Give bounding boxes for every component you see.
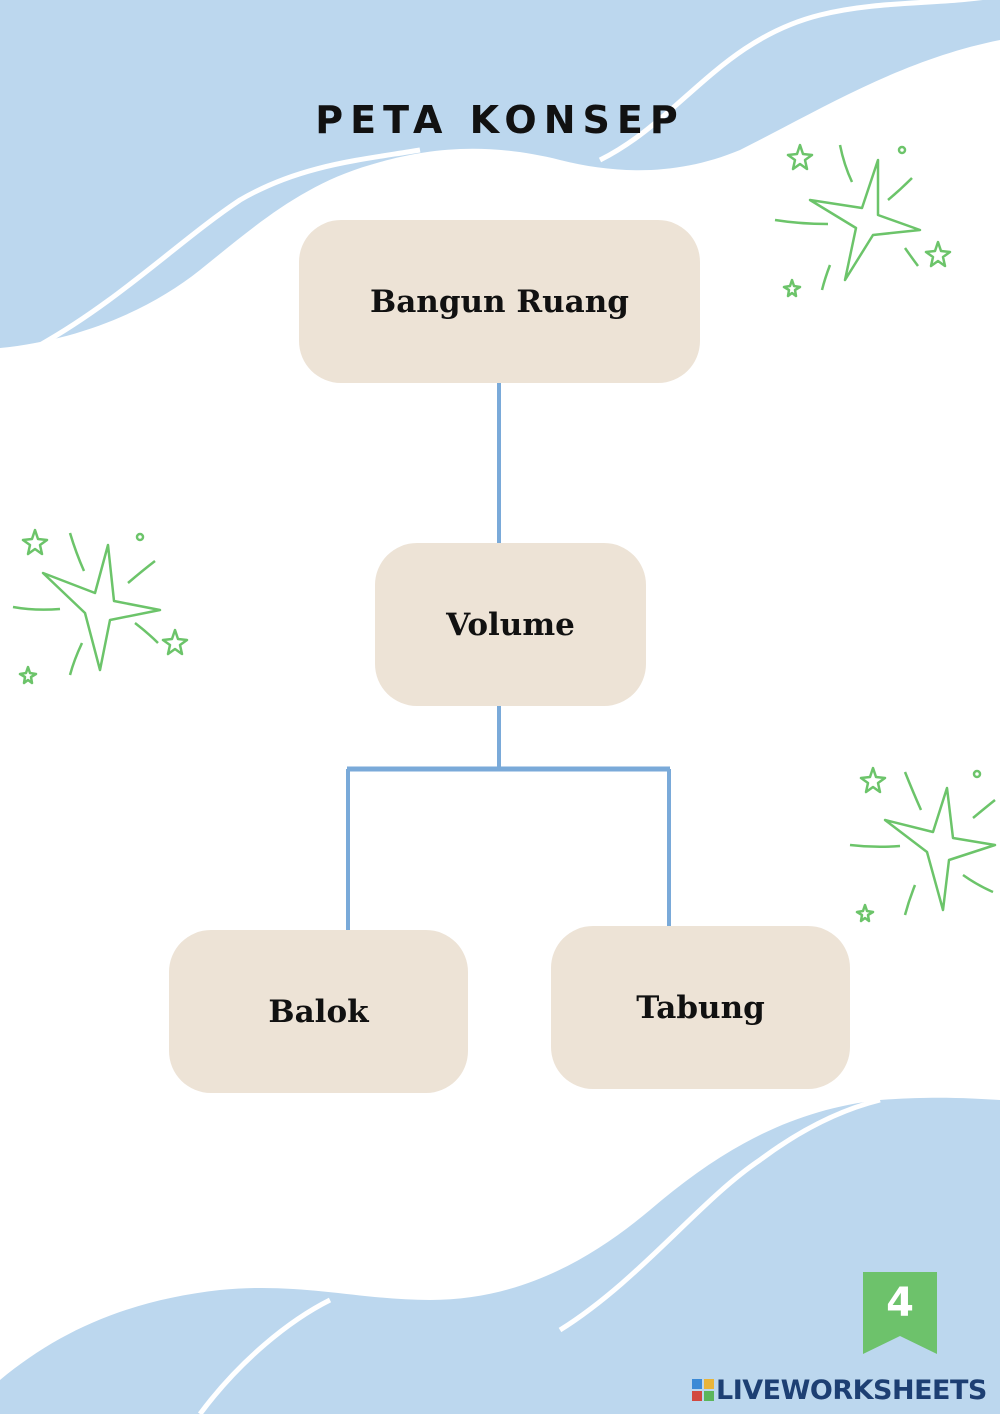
liveworksheets-logo-icon (692, 1379, 714, 1401)
sparkle-icon (845, 760, 1000, 925)
brand-logo: LIVEWORKSHEETS (692, 1372, 987, 1408)
node-root: Bangun Ruang (299, 220, 700, 383)
sparkle-icon (10, 525, 200, 685)
node-left: Balok (169, 930, 468, 1093)
page-number: 4 (863, 1280, 937, 1326)
brand-name: LIVEWORKSHEETS (716, 1375, 987, 1406)
node-right: Tabung (551, 926, 850, 1089)
page-title: PETA KONSEP (0, 98, 1000, 142)
sparkle-icon (770, 140, 960, 300)
node-middle: Volume (375, 543, 646, 706)
